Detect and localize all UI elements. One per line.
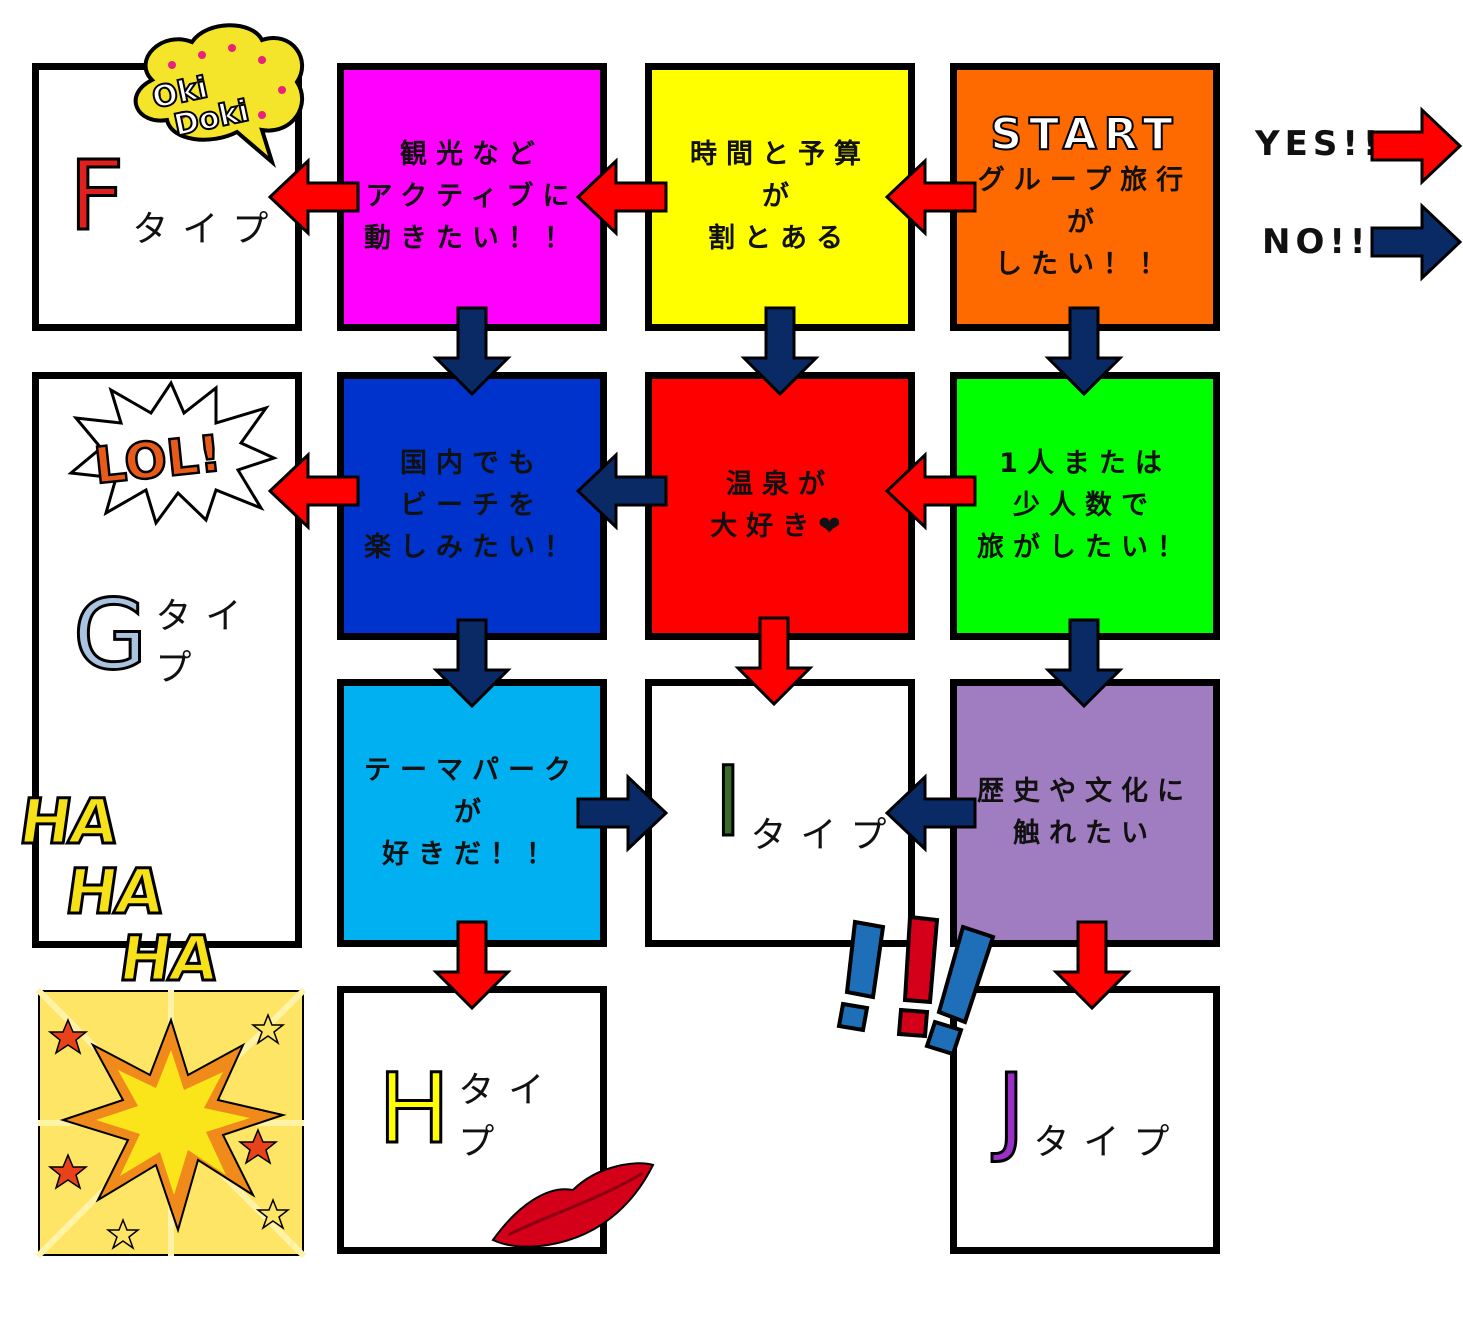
node-active: 観光など アクティブに 動きたい！！: [337, 63, 607, 331]
lol-burst-sticker-icon: LOL!: [67, 379, 279, 527]
result-h-suffix: タイプ: [458, 1070, 559, 1163]
arrow-start-to-budget-yes-icon: [884, 157, 977, 237]
result-i-letter: I: [712, 745, 743, 860]
arrow-solo-to-history-no-icon: [1044, 618, 1124, 709]
legend-no-arrow-icon: [1370, 202, 1463, 282]
solo-question: 1人または 少人数で 旅がしたい！: [977, 448, 1193, 563]
result-j-letter: J: [995, 1052, 1026, 1167]
arrow-themepark-to-h-yes-icon: [432, 920, 512, 1011]
node-start: START グループ旅行 が したい！！: [950, 63, 1220, 331]
result-j: J タイプ: [950, 986, 1220, 1254]
legend-yes-label: YES!!: [1255, 124, 1384, 164]
result-i-suffix: タイプ: [750, 815, 901, 856]
budget-question: 時間と予算 が 割とある: [690, 139, 870, 254]
result-i: I タイプ: [645, 679, 915, 947]
arrow-active-to-beach-no-icon: [432, 306, 512, 397]
node-solo: 1人または 少人数で 旅がしたい！: [950, 372, 1220, 640]
arrow-budget-to-onsen-no-icon: [740, 306, 820, 397]
history-question: 歴史や文化に 触れたい: [977, 776, 1193, 849]
arrow-beach-to-g-yes-icon: [267, 451, 360, 531]
legend-no-label: NO!!: [1262, 222, 1371, 262]
active-question: 観光など アクティブに 動きたい！！: [364, 139, 580, 254]
lips-sticker-icon: [491, 1162, 655, 1248]
result-j-suffix: タイプ: [1033, 1122, 1184, 1163]
arrow-active-to-f-yes-icon: [267, 157, 360, 237]
result-g: G タイプ: [32, 372, 302, 948]
arrow-history-to-i-no-icon: [884, 773, 977, 853]
node-onsen: 温泉が 大好き❤: [645, 372, 915, 640]
arrow-onsen-to-i-yes-icon: [734, 616, 814, 707]
exclamation-marks-sticker-icon: [836, 914, 996, 1057]
onsen-question: 温泉が 大好き❤: [710, 469, 850, 542]
arrow-start-to-solo-no-icon: [1044, 306, 1124, 397]
node-history: 歴史や文化に 触れたい: [950, 679, 1220, 947]
result-g-letter: G: [71, 578, 148, 693]
start-question: グループ旅行 が したい！！: [977, 164, 1193, 280]
beach-question: 国内でも ビーチを 楽しみたい！: [364, 448, 580, 563]
arrow-history-to-j-yes-icon: [1052, 920, 1132, 1011]
result-f-letter: F: [67, 139, 125, 254]
themepark-question: テーマパーク が 好きだ！！: [364, 755, 580, 870]
lol-text: LOL!: [91, 424, 224, 495]
arrow-solo-to-onsen-yes-icon: [884, 451, 977, 531]
okidoki-cloud-sticker-icon: Oki Doki: [133, 23, 304, 169]
arrow-beach-to-themepark-no-icon: [432, 618, 512, 709]
result-g-suffix: タイプ: [155, 596, 256, 689]
result-f-suffix: タイプ: [132, 209, 283, 250]
arrow-budget-to-active-yes-icon: [575, 157, 668, 237]
start-heading: START: [989, 108, 1180, 161]
node-beach: 国内でも ビーチを 楽しみたい！: [337, 372, 607, 640]
explosion-panel-sticker-icon: [35, 987, 307, 1259]
node-budget: 時間と予算 が 割とある: [645, 63, 915, 331]
arrow-onsen-to-beach-no-icon: [575, 451, 668, 531]
haha-3-text: HA: [113, 921, 222, 997]
haha-1-text: HA: [13, 784, 122, 860]
legend-yes-arrow-icon: [1370, 106, 1463, 186]
result-h-letter: H: [376, 1052, 451, 1167]
haha-2-text: HA: [59, 854, 168, 930]
arrow-themepark-to-i-no-icon: [576, 773, 669, 853]
node-themepark: テーマパーク が 好きだ！！: [337, 679, 607, 947]
